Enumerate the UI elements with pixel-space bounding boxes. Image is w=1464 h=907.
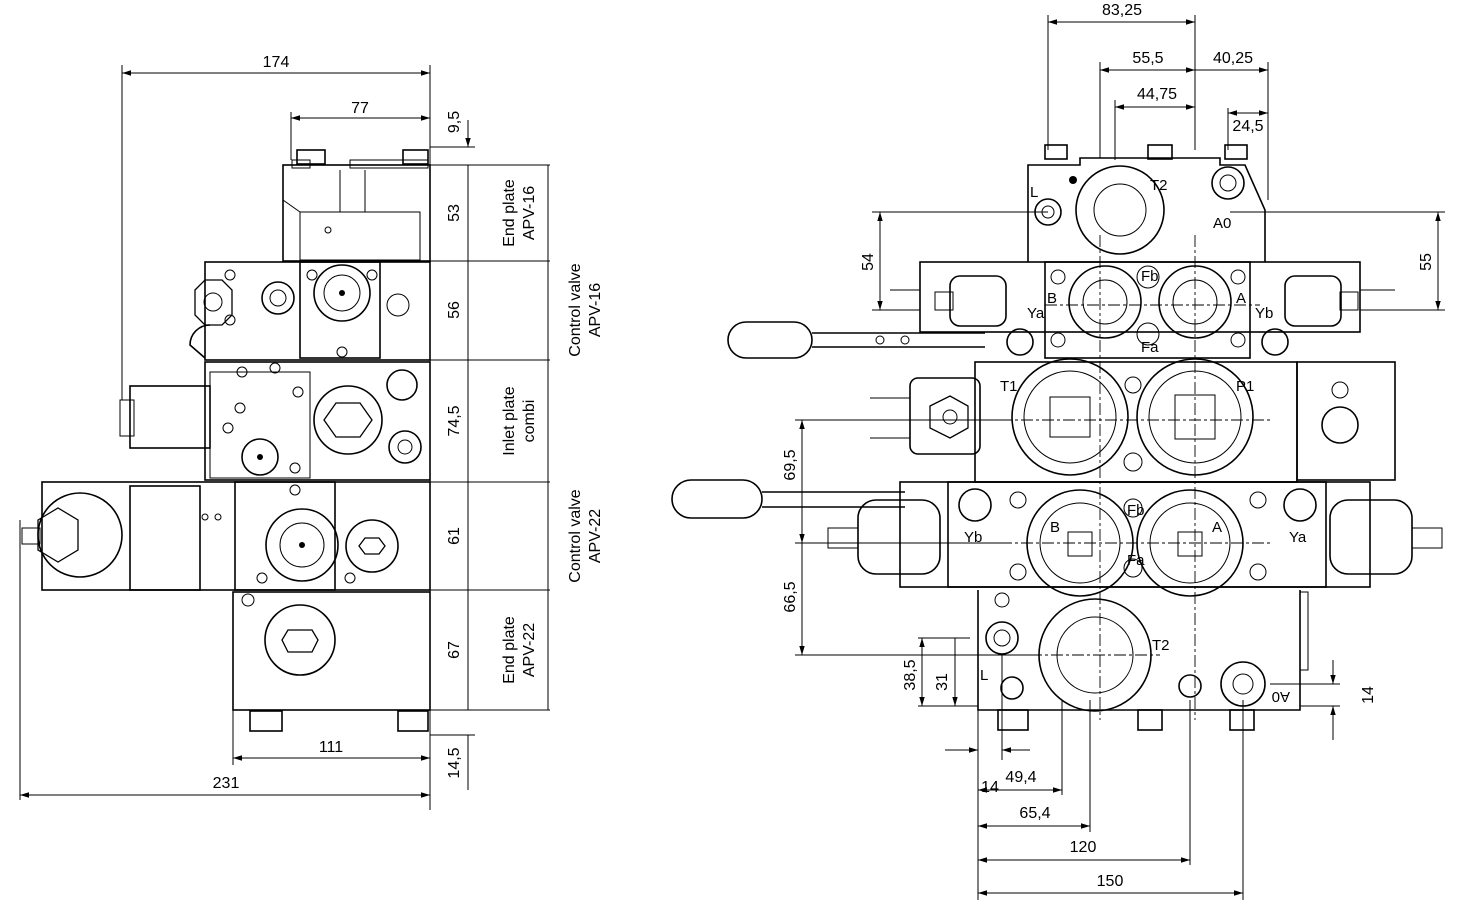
dim-14-right: 14 [1360,686,1377,704]
lower-lever [671,479,905,519]
inlet-plate-body [119,361,431,481]
dim-9-5: 9,5 [446,111,463,133]
port-Fa-apv16: Fa [1141,339,1159,356]
svg-text:End plate: End plate [501,616,518,684]
upper-lever [727,321,985,359]
svg-text:APV-22: APV-22 [521,623,538,677]
dim-31: 31 [934,673,951,691]
svg-text:Inlet plate: Inlet plate [501,386,518,455]
dim-55: 55 [1418,253,1435,271]
section-label-control-valve-apv16: Control valve APV-16 [567,263,604,356]
section-label-inlet-plate: Inlet plate combi [501,386,538,455]
port-Fb-apv22: Fb [1127,502,1145,519]
port-A-apv22: A [1212,519,1222,536]
port-T1: T1 [1000,378,1018,395]
port-Yb-apv16: Yb [1255,305,1273,322]
port-L-top: L [1030,184,1038,201]
port-Ya-apv16: Ya [1027,305,1045,322]
svg-text:APV-16: APV-16 [587,283,604,337]
dim-77: 77 [351,100,369,117]
control-valve-apv16-body [189,261,431,361]
dim-55-5: 55,5 [1132,50,1163,67]
svg-text:APV-22: APV-22 [587,509,604,563]
dim-120: 120 [1070,839,1097,856]
dim-83-25: 83,25 [1102,2,1142,19]
svg-text:Control valve: Control valve [567,489,584,582]
front-end-plate-apv22 [977,590,1309,731]
port-Ya-apv22: Ya [1289,529,1307,546]
right-front-view: 83,25 55,5 40,25 44,75 24,5 54 55 69,5 6… [671,2,1445,900]
dim-65-4: 65,4 [1019,805,1050,822]
front-control-valve-apv22 [827,481,1443,597]
dim-174: 174 [263,54,290,71]
dim-67: 67 [446,641,463,659]
left-side-view: 174 77 9,5 53 56 74,5 61 67 14,5 111 231… [19,54,604,810]
dim-14-bottom: 14 [981,779,999,796]
section-label-end-plate-apv16: End plate APV-16 [501,179,538,247]
port-B-apv16: B [1047,290,1057,307]
port-A0-top: A0 [1213,215,1231,232]
svg-text:APV-16: APV-16 [521,186,538,240]
end-plate-apv22-body [232,591,431,732]
dim-40-25: 40,25 [1213,50,1253,67]
port-A-apv16: A [1236,290,1246,307]
dim-74-5: 74,5 [446,405,463,436]
dim-54: 54 [860,253,877,271]
dim-231: 231 [213,775,240,792]
control-valve-apv22-body [21,481,431,591]
dim-61: 61 [446,527,463,545]
port-A0-bottom: A0 [1272,688,1290,705]
dim-49-4: 49,4 [1005,769,1036,786]
dim-53: 53 [446,204,463,222]
port-B-apv22: B [1050,519,1060,536]
port-Fb-apv16: Fb [1141,268,1159,285]
port-Yb-apv22: Yb [964,529,982,546]
dim-69-5: 69,5 [782,449,799,480]
dim-44-75: 44,75 [1137,86,1177,103]
dim-111: 111 [319,739,343,756]
right-dimension-lines [795,15,1445,900]
center-lines [1000,235,1270,720]
section-label-control-valve-apv22: Control valve APV-22 [567,489,604,582]
section-label-end-plate-apv22: End plate APV-22 [501,616,538,684]
svg-text:combi: combi [521,400,538,443]
svg-text:End plate: End plate [501,179,518,247]
port-T2-top: T2 [1150,177,1168,194]
dim-66-5: 66,5 [782,581,799,612]
dim-24-5: 24,5 [1232,118,1263,135]
front-end-plate-apv16 [1027,144,1266,262]
port-Fa-apv22: Fa [1127,552,1145,569]
dim-38-5: 38,5 [902,659,919,690]
port-L-bottom: L [980,667,988,684]
dim-14-5: 14,5 [446,747,463,778]
port-T2-bottom: T2 [1152,637,1170,654]
port-P1: P1 [1236,378,1254,395]
svg-text:Control valve: Control valve [567,263,584,356]
left-dimension-lines [19,65,550,810]
dim-56: 56 [446,301,463,319]
dim-150: 150 [1097,873,1124,890]
end-plate-apv16-body [282,149,431,262]
